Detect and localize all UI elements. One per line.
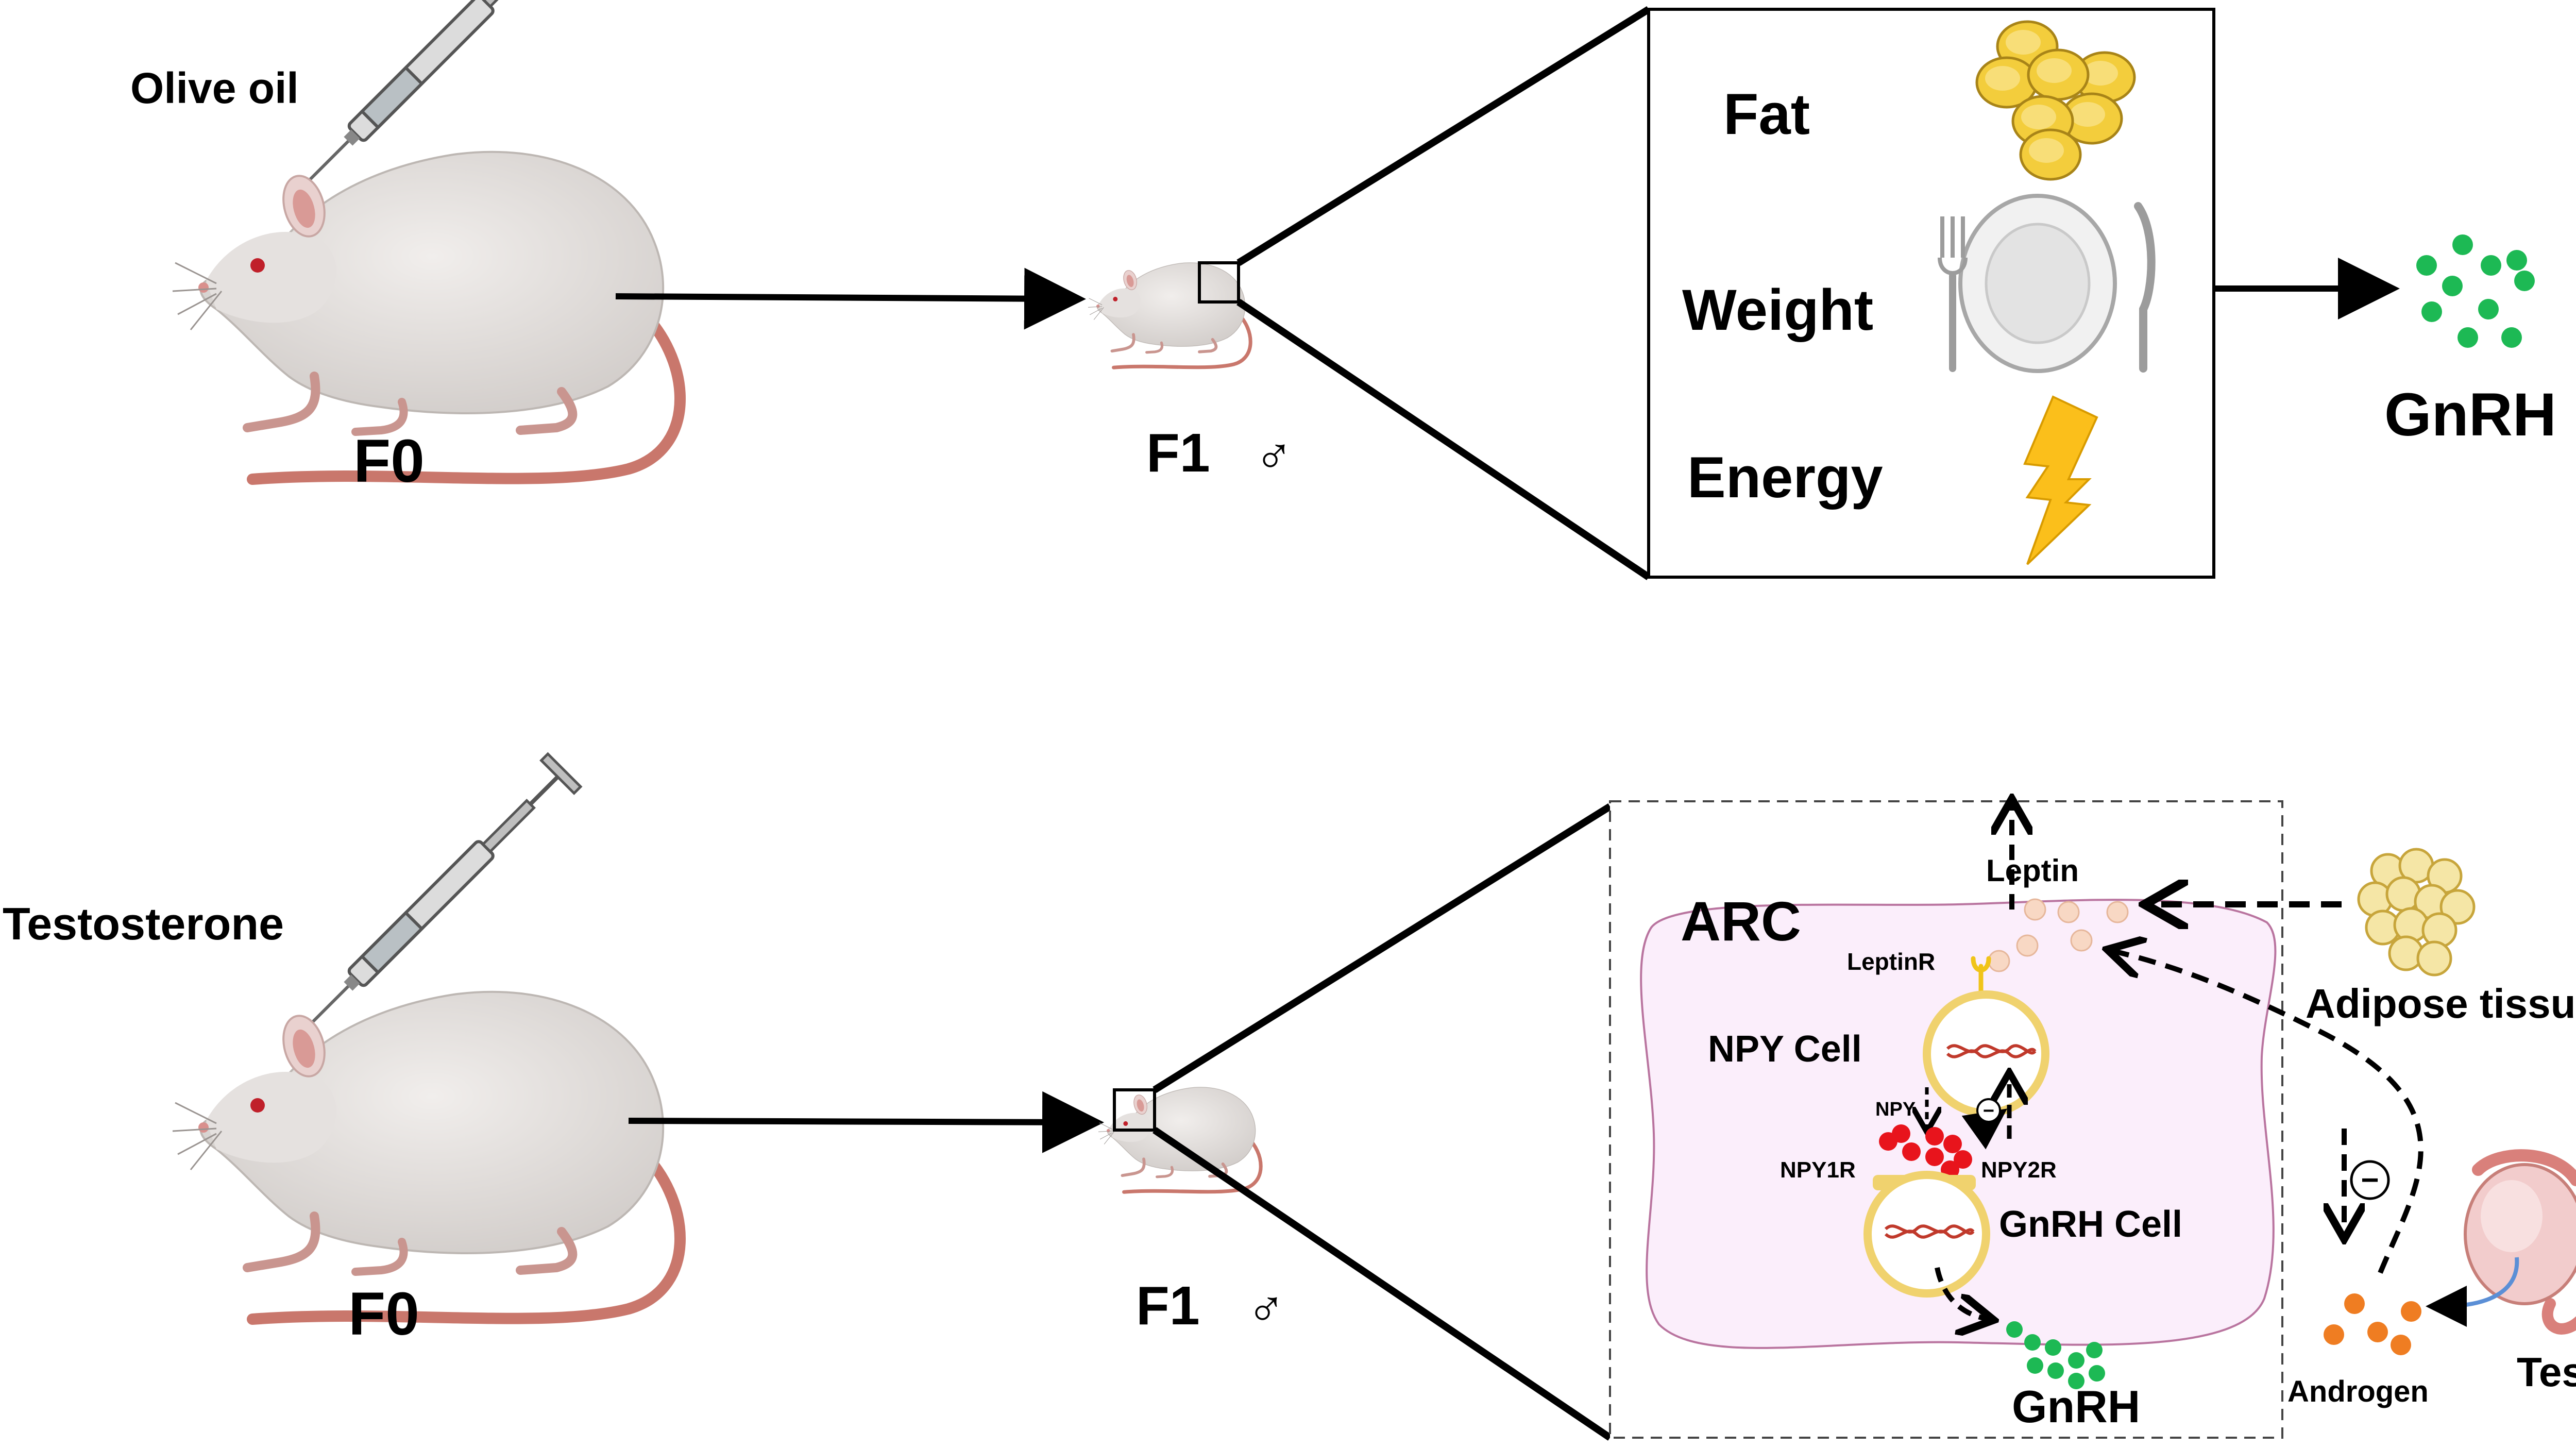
energy-lightning-icon [2023, 395, 2098, 565]
npy-inhibition-sign: − [1983, 1100, 1994, 1122]
bottom-f1-label: F1 [1136, 1275, 1200, 1336]
bottom-zoom-line-lower [1153, 1127, 1612, 1441]
androgen-inhibition-marker [2350, 1160, 2390, 1200]
leptin-dots [1988, 898, 2129, 972]
top-f1-male-symbol: ♂ [1255, 425, 1293, 483]
gnrh-cell-label: GnRH Cell [1999, 1204, 2182, 1245]
top-f0-label: F0 [353, 427, 425, 495]
top-f1-label: F1 [1146, 423, 1210, 483]
top-injection-label: Olive oil [130, 64, 299, 112]
bottom-gnrh-dots [2006, 1321, 2105, 1389]
bottom-generation-arrow [628, 1091, 1104, 1153]
bottom-f1-zoom-box [1113, 1088, 1156, 1132]
top-generation-arrow [615, 267, 1086, 330]
bottom-f1-rat-icon [1098, 1087, 1261, 1192]
gnrh-cell-dna-icon [1884, 1224, 1975, 1239]
bottom-injection-label: Testosterone [3, 898, 284, 949]
npy-inhibition-marker [1976, 1098, 2001, 1123]
androgen-inhibition-sign: − [2361, 1163, 2379, 1197]
androgen-leptin-dashed-arrow [2112, 951, 2424, 1274]
bottom-zoom-line-upper [1153, 803, 1612, 1093]
bottom-f0-rat-icon [173, 992, 680, 1319]
npy-label: NPY [1875, 1099, 1916, 1120]
arc-label: ARC [1681, 890, 1801, 952]
androgen-dots [2324, 1293, 2421, 1355]
top-gnrh-dots [2416, 234, 2535, 348]
gnrh-release-arrow [1935, 1267, 1989, 1319]
testis-androgen-arrow [2426, 1257, 2519, 1327]
adipose-tissue-icon [2357, 848, 2476, 976]
npy-cell-dna-icon [1946, 1044, 2037, 1058]
leptinr-label: LeptinR [1847, 948, 1935, 975]
phenotype-fat-label: Fat [1723, 82, 1810, 146]
top-gnrh-label: GnRH [2384, 381, 2556, 449]
phenotype-energy-label: Energy [1687, 445, 1883, 510]
gnrh-cell [1863, 1171, 1990, 1298]
testis-icon [2464, 1149, 2576, 1335]
top-zoom-line-upper [1236, 6, 1651, 266]
testis-label: Testis [2517, 1349, 2576, 1395]
weight-plate-icon [1938, 194, 2156, 373]
npy-dots [1879, 1124, 1972, 1179]
bottom-gnrh-label: GnRH [2012, 1381, 2140, 1432]
bottom-f1-male-symbol: ♂ [1247, 1278, 1285, 1336]
androgen-label: Androgen [2287, 1375, 2429, 1408]
adipose-label: Adipose tissue [2306, 981, 2576, 1026]
npy1r-label: NPY1R [1780, 1157, 1856, 1183]
top-phenotype-box [1647, 8, 2215, 579]
top-f0-rat-icon [173, 152, 680, 479]
top-panel: Olive oil F0 F1 ♂ Fat Weight Energy [130, 0, 2556, 580]
bottom-panel: Testosterone F0 F1 ♂ ARC Leptin [3, 754, 2576, 1441]
npy2r-label: NPY2R [1981, 1157, 2057, 1183]
npy-cell-label: NPY Cell [1708, 1029, 1862, 1070]
phenotype-weight-label: Weight [1682, 278, 1873, 342]
bottom-f0-label: F0 [348, 1280, 419, 1348]
npy-cell [1923, 990, 2049, 1117]
top-f1-zoom-box [1198, 261, 1240, 304]
top-f1-rat-icon [1088, 263, 1250, 367]
top-zoom-line-lower [1236, 299, 1651, 580]
leptin-label: Leptin [1986, 853, 2079, 888]
